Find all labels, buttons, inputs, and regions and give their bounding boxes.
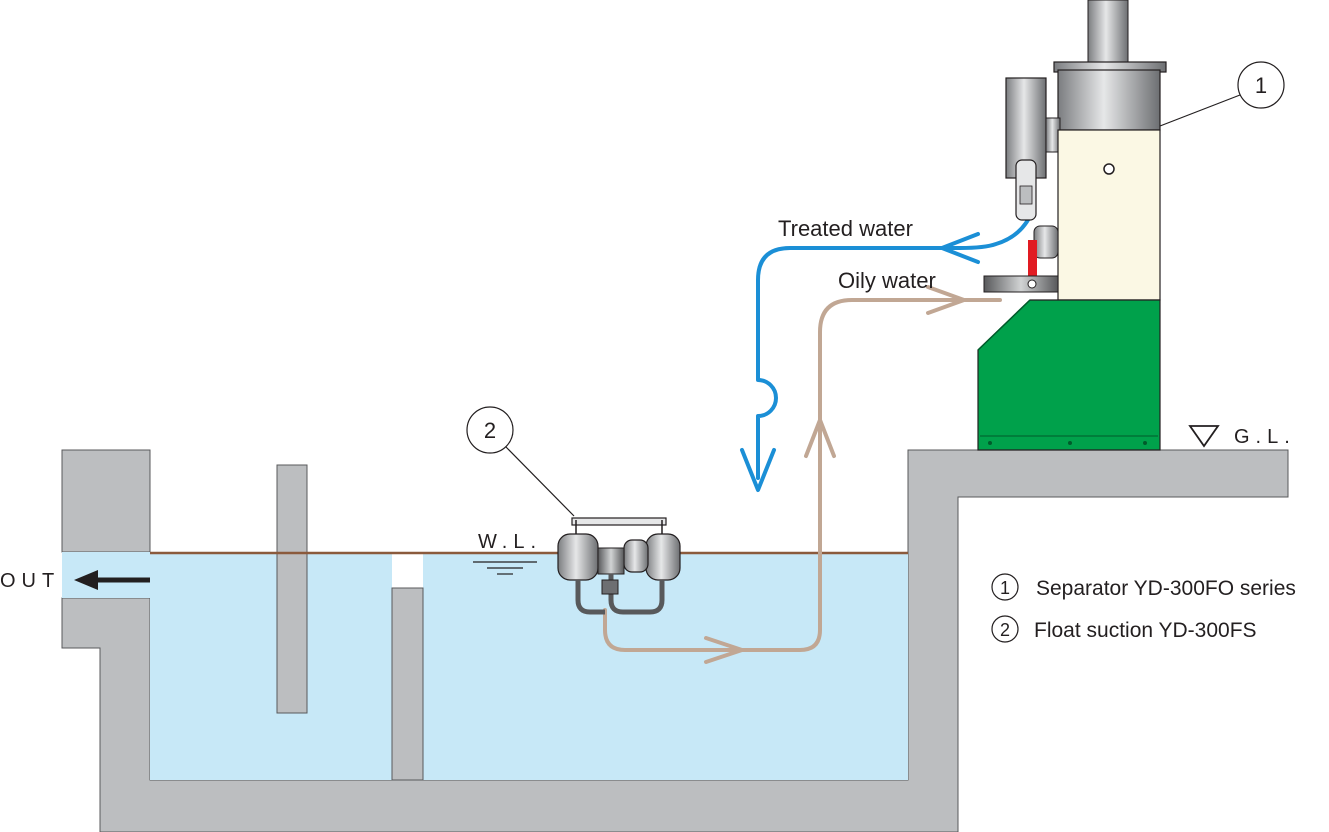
partition-front: [391, 587, 424, 781]
out-label: OUT: [0, 570, 60, 592]
top-drum: [1057, 69, 1161, 131]
cream-cabinet: [1057, 129, 1161, 301]
callout-float-suction-number: 2: [484, 418, 496, 443]
float-left: [557, 533, 599, 581]
callout-separator: 1: [1159, 61, 1285, 127]
ground-level-label: G.L.: [1234, 426, 1296, 448]
legend-item1-number: 1: [1000, 578, 1010, 598]
outlet-arrow-icon: [74, 570, 150, 590]
oily-water-label: Oily water: [838, 268, 936, 293]
suction-head: [597, 547, 625, 575]
baffle-plate-front: [276, 464, 308, 714]
treated-water-flow: [740, 210, 1034, 492]
legend-item2-number: 2: [1000, 620, 1010, 640]
legend: 1 Separator YD-300FO series 2 Float suct…: [991, 573, 1296, 643]
green-base-cabinet: [977, 299, 1161, 451]
legend-item1-text: Separator YD-300FO series: [1036, 577, 1296, 600]
legend-item2-text: Float suction YD-300FS: [1034, 619, 1257, 642]
red-valve-handle: [1028, 240, 1037, 276]
gauge-icon: [1103, 163, 1115, 175]
exhaust-stack: [1087, 0, 1129, 65]
water-level-label: W.L.: [478, 531, 542, 553]
water-chamber-right: [423, 552, 908, 780]
float-frame-bar: [571, 517, 667, 526]
water-chamber-left: [150, 552, 392, 780]
outlet-water: [62, 552, 150, 598]
water-level-symbol-icon: [473, 561, 537, 575]
float-center: [623, 539, 649, 573]
treated-water-label: Treated water: [778, 216, 913, 241]
float-right: [645, 533, 681, 581]
water-body: [62, 464, 908, 781]
inlet-fitting: [983, 275, 1059, 293]
ground-level-triangle-icon: [1188, 425, 1220, 448]
float-suction-device: [557, 517, 681, 615]
separator-unit: [977, 0, 1167, 451]
oily-water-flow: [603, 285, 1002, 664]
side-pipe: [1033, 225, 1059, 259]
callout-separator-number: 1: [1255, 73, 1267, 98]
suction-pipe: [608, 574, 665, 615]
callout-float-suction: 2: [466, 406, 575, 517]
